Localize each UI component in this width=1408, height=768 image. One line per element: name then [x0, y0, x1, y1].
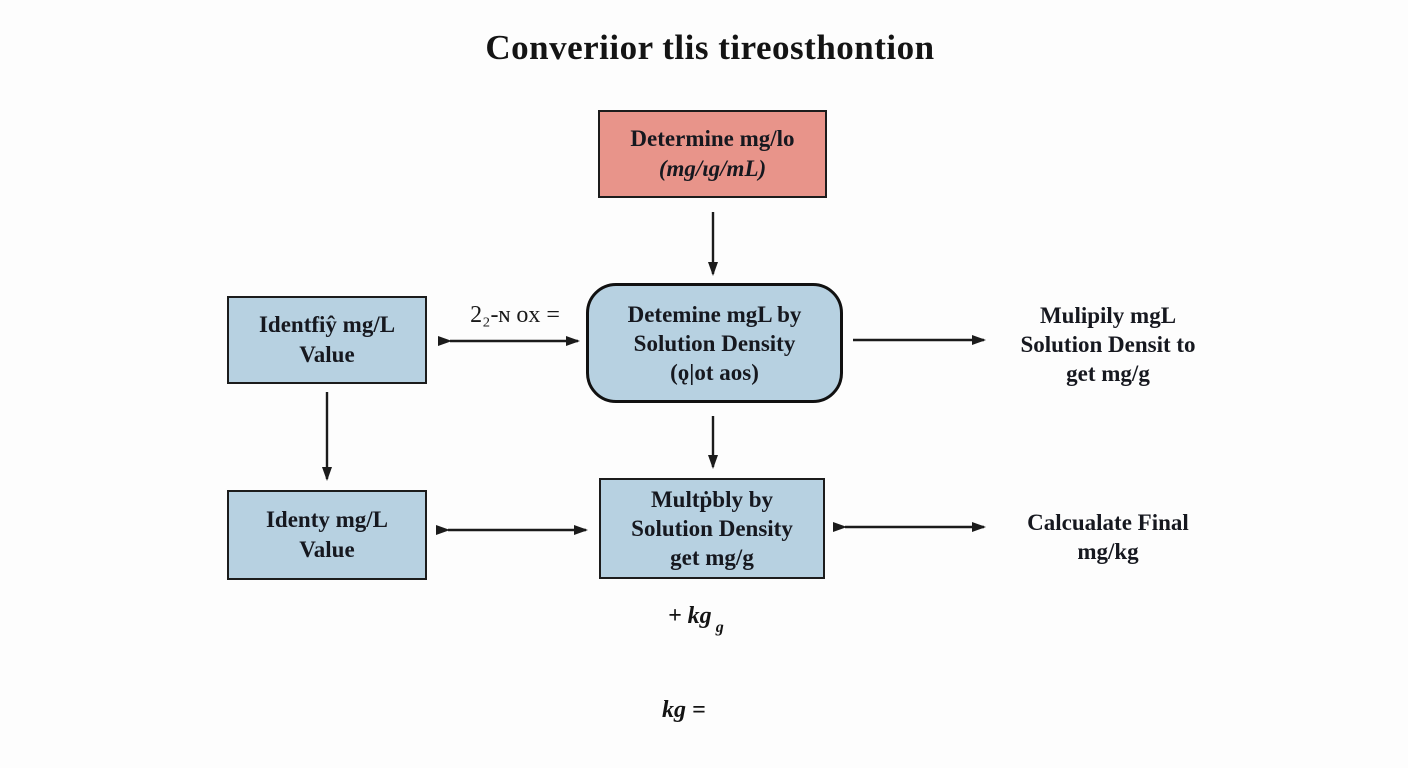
node-determine-mg-line1: Determine mg/lo	[630, 126, 795, 151]
text-multiply-mgl: Mulipily mgL Solution Densit to get mg/g	[968, 301, 1248, 388]
node-identy-mgl-line2: Value	[299, 537, 355, 562]
formula-kg-equals: kg =	[662, 697, 706, 723]
text-multiply-mgl-line2: Solution Densit to	[1020, 332, 1196, 357]
text-calculate-final-line1: Calcualate Final	[1027, 510, 1189, 535]
text-calculate-final-line2: mg/kg	[1077, 539, 1139, 564]
formula-plus-kg-main: + kg	[668, 603, 712, 629]
node-identify-mgl-line1: Identfiŷ mg/L	[258, 312, 396, 337]
node-determine-mgl-density-line2: Solution Density	[633, 330, 796, 356]
text-multiply-mgl-line3: get mg/g	[1066, 361, 1150, 386]
node-identify-mgl-line2: Value	[299, 342, 355, 367]
node-multiply-density: Multṗbly by Solution Density get mg/g	[599, 478, 825, 579]
node-multiply-density-line1: Multṗbly by	[650, 487, 774, 512]
node-determine-mg: Determine mg/lo (mg/ɩg/mL)	[598, 110, 827, 198]
node-determine-mg-line2: (mg/ɩg/mL)	[658, 156, 767, 181]
diagram-title: Converiior tlis tireosthontion	[485, 28, 935, 67]
node-multiply-density-line2: Solution Density	[631, 516, 793, 541]
node-determine-mgl-density-line3: (ǫ|ot aos)	[670, 359, 759, 385]
node-identy-mgl-line1: Identy mg/L	[265, 507, 389, 532]
text-multiply-mgl-line1: Mulipily mgL	[1039, 303, 1177, 328]
node-identy-mgl: Identy mg/L Value	[227, 490, 427, 580]
node-determine-mgl-density-line1: Detemine mgL by	[627, 301, 802, 327]
arrow-label-2n-ox: 2₂-ɴ ox =	[470, 302, 560, 328]
formula-plus-kg-subscript: g	[715, 619, 724, 636]
node-identify-mgl: Identfiŷ mg/L Value	[227, 296, 427, 384]
node-multiply-density-line3: get mg/g	[670, 545, 754, 570]
node-determine-mgl-density: Detemine mgL by Solution Density (ǫ|ot a…	[586, 283, 843, 403]
text-calculate-final: Calcualate Final mg/kg	[968, 508, 1248, 566]
